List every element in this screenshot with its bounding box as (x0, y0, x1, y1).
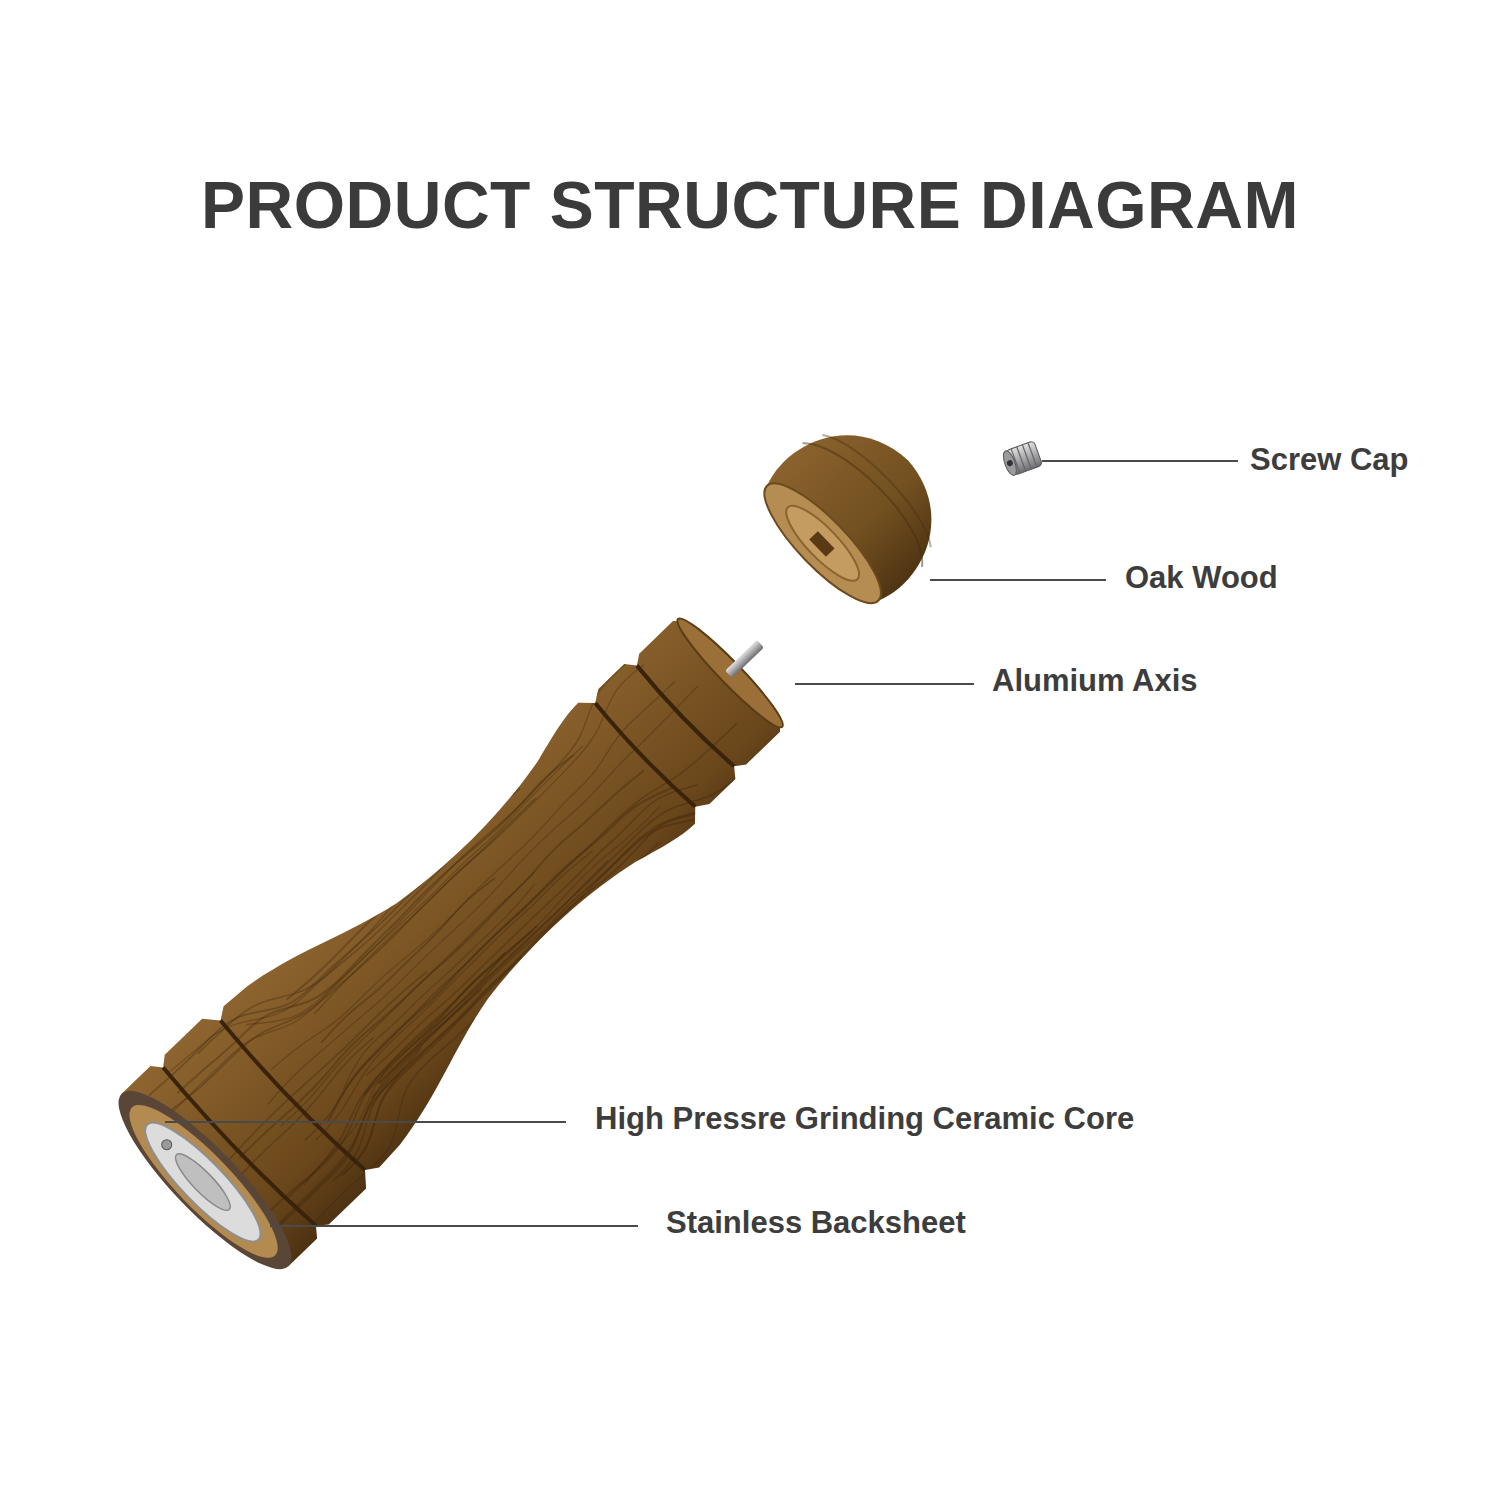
leader-line (165, 1121, 566, 1123)
grain-line (248, 1048, 441, 1236)
grain-line (361, 953, 508, 1095)
groove (635, 666, 734, 769)
aluminium-axis (725, 640, 764, 678)
screw-cap (1001, 441, 1043, 477)
base-rim (99, 1071, 312, 1288)
groove (593, 703, 695, 809)
grain-line (167, 879, 396, 1102)
grain-line (378, 721, 773, 1104)
wood-grain (139, 611, 792, 1252)
grain-line (283, 840, 684, 1229)
top-face (670, 611, 790, 734)
grain-line (294, 712, 737, 1140)
grain-line (333, 884, 545, 1089)
cap-end (1001, 449, 1019, 477)
part-label: Oak Wood (1125, 558, 1278, 598)
grinder-body (99, 557, 844, 1288)
grain-line (302, 848, 603, 1140)
oak-knob (746, 399, 968, 622)
ceramic-core (169, 1148, 236, 1217)
screw (160, 1138, 174, 1152)
base-face (113, 1089, 295, 1275)
leader-lines (165, 461, 1238, 1226)
grain-line (266, 686, 702, 1108)
diagram-title: PRODUCT STRUCTURE DIAGRAM (0, 165, 1500, 245)
grain-line (237, 766, 644, 1159)
part-label: Screw Cap (1250, 440, 1409, 480)
groove (218, 1020, 365, 1172)
knob-hole (809, 531, 834, 557)
grain-line (377, 861, 609, 1085)
knob-face (750, 469, 896, 617)
leader-line (270, 1225, 638, 1227)
leader-line (1042, 460, 1238, 462)
part-label: High Pressre Grinding Ceramic Core (595, 1099, 1134, 1139)
knob-ring (777, 497, 868, 590)
leader-line (795, 683, 974, 685)
grain-line (276, 871, 540, 1126)
part-label: Alumium Axis (992, 661, 1198, 701)
part-label: Stainless Backsheet (666, 1203, 966, 1243)
grain-line (164, 730, 584, 1137)
grain-line (271, 681, 684, 1081)
grain-line (287, 777, 519, 1002)
cap-hole (1006, 459, 1014, 467)
stainless-backsheet (132, 1110, 273, 1254)
grain-line (320, 956, 545, 1174)
leader-line (930, 579, 1106, 581)
knob-grain (802, 427, 939, 567)
